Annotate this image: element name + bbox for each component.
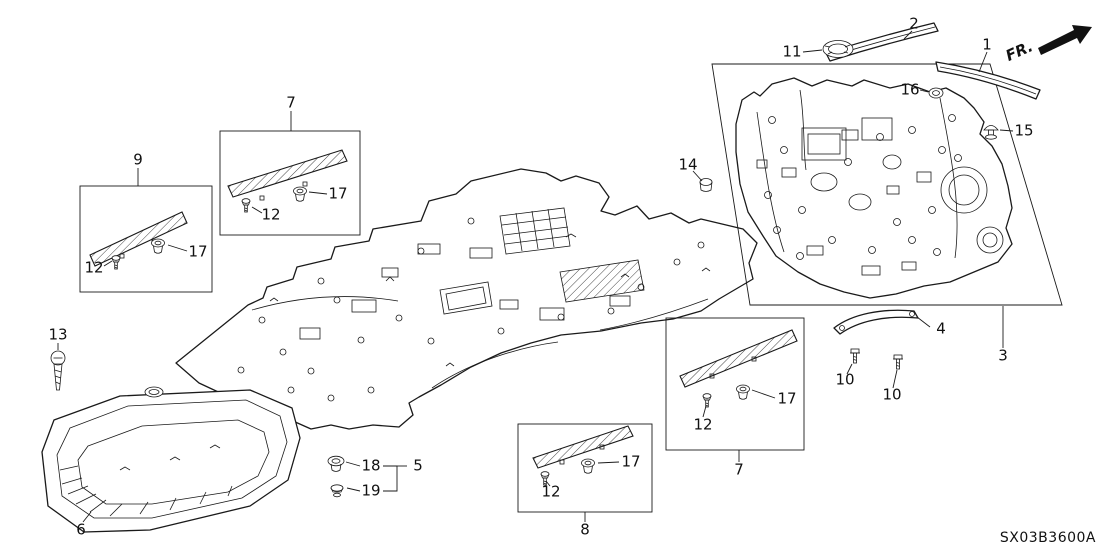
callout-7-rear: 7 bbox=[734, 461, 744, 479]
plug-cap-14 bbox=[699, 178, 713, 192]
callout-15: 15 bbox=[1014, 122, 1033, 140]
callout-17-rear: 17 bbox=[777, 390, 796, 408]
callout-19: 19 bbox=[361, 482, 380, 500]
grommet-17-left bbox=[151, 238, 165, 254]
sill-garnish-9 bbox=[89, 211, 188, 267]
dash-cutouts bbox=[756, 129, 932, 276]
grommet-17-rear bbox=[736, 384, 750, 400]
box-dash-insulator-3 bbox=[711, 63, 1063, 306]
callout-1: 1 bbox=[982, 36, 992, 54]
reference-boxes bbox=[79, 63, 1063, 513]
leader-lines bbox=[57, 30, 1014, 523]
box-garnish-7-top bbox=[219, 130, 361, 236]
callout-labels: 2 1 11 16 15 7 9 14 17 12 17 12 13 4 3 1… bbox=[48, 15, 1033, 539]
dash-insulator-panel bbox=[735, 77, 1013, 299]
callout-17-left: 17 bbox=[188, 243, 207, 261]
sill-garnish-8 bbox=[532, 425, 634, 469]
callout-2: 2 bbox=[909, 15, 919, 33]
floor-tray bbox=[41, 386, 301, 533]
carpet-holes bbox=[237, 217, 705, 402]
bolt-10-right bbox=[892, 354, 904, 370]
clip-12-top bbox=[241, 198, 251, 213]
callout-12-left: 12 bbox=[84, 259, 103, 277]
callout-3: 3 bbox=[998, 347, 1008, 365]
callout-18: 18 bbox=[361, 457, 380, 475]
screw-13 bbox=[50, 350, 66, 391]
carpet-hatched-area bbox=[559, 259, 645, 303]
tray-texture-marks bbox=[119, 444, 221, 471]
callout-12-bottom: 12 bbox=[541, 483, 560, 501]
callout-8: 8 bbox=[580, 521, 590, 539]
clip-15 bbox=[983, 125, 999, 140]
carpet-opening bbox=[439, 281, 493, 315]
fr-arrow-icon bbox=[1038, 25, 1092, 55]
sill-garnish-7-rear bbox=[679, 329, 798, 388]
clip-12-left bbox=[111, 255, 121, 270]
carpet-texture-marks bbox=[269, 233, 711, 367]
callout-5: 5 bbox=[413, 457, 423, 475]
carpet-vent-grid bbox=[499, 207, 571, 255]
box-garnish-7-rear bbox=[665, 317, 805, 451]
grommet-16 bbox=[928, 87, 944, 99]
callout-12-rear: 12 bbox=[693, 416, 712, 434]
dash-holes bbox=[764, 114, 962, 260]
callout-13: 13 bbox=[48, 326, 67, 344]
grommet-18 bbox=[327, 455, 345, 472]
callout-10-right: 10 bbox=[882, 386, 901, 404]
box-garnish-9 bbox=[79, 185, 213, 293]
callout-4: 4 bbox=[936, 320, 946, 338]
floor-carpet bbox=[175, 168, 758, 430]
callout-16: 16 bbox=[900, 81, 919, 99]
callout-6: 6 bbox=[76, 521, 86, 539]
clip-19 bbox=[330, 484, 344, 498]
callout-7-top: 7 bbox=[286, 94, 296, 112]
callout-12-top: 12 bbox=[261, 206, 280, 224]
bracket-4 bbox=[833, 309, 919, 335]
callout-10-left: 10 bbox=[835, 371, 854, 389]
fr-label: FR. bbox=[1003, 37, 1036, 65]
clip-12-rear bbox=[702, 393, 712, 408]
callout-11: 11 bbox=[782, 43, 801, 61]
grommet-oval-11 bbox=[822, 40, 854, 58]
callout-9: 9 bbox=[133, 151, 143, 169]
carpet-cutouts bbox=[299, 243, 631, 340]
callout-14: 14 bbox=[678, 156, 697, 174]
tray-wall-hatch bbox=[59, 465, 233, 517]
callout-17-bottom: 17 bbox=[621, 453, 640, 471]
tray-knob bbox=[144, 386, 164, 398]
grommet-17-top bbox=[293, 186, 307, 202]
grommet-17-bottom bbox=[581, 458, 595, 474]
sill-garnish-7-top bbox=[227, 149, 348, 201]
drawing-code: SX03B3600A bbox=[1000, 530, 1096, 546]
callout-17-top: 17 bbox=[328, 185, 347, 203]
bolt-10-left bbox=[849, 348, 861, 364]
fr-direction: FR. bbox=[1003, 25, 1092, 65]
cowl-seal-strip-1 bbox=[935, 61, 1041, 100]
